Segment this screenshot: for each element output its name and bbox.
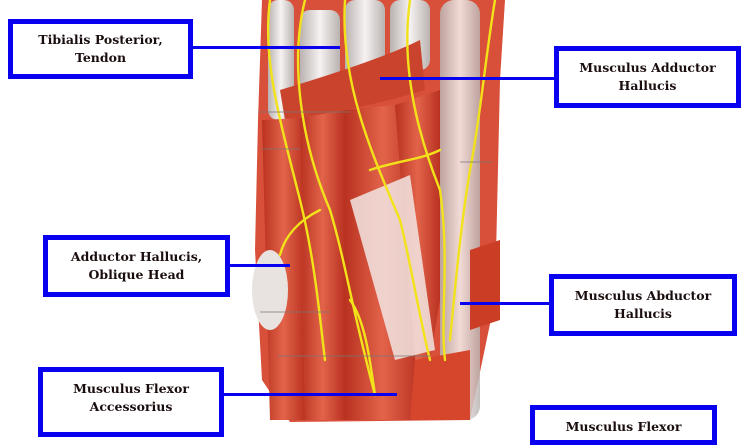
leader-adductor-oblique (230, 264, 290, 267)
label-text: Musculus Adductor Hallucis (579, 60, 716, 93)
leader-abductor-hallucis (460, 302, 550, 305)
label-musculus-abductor-hallucis: Musculus Abductor Hallucis (549, 274, 737, 336)
label-text: Adductor Hallucis, Oblique Head (70, 249, 203, 282)
label-musculus-flexor-partial: Musculus Flexor (530, 405, 717, 445)
label-tibialis-posterior-tendon: Tibialis Posterior, Tendon (8, 19, 193, 79)
tendon-fan (350, 175, 435, 360)
label-text: Tibialis Posterior, Tendon (38, 32, 163, 65)
foot-muscle-illustration (252, 0, 505, 422)
leader-flexor-accessorius (222, 393, 397, 396)
label-text: Musculus Flexor (565, 419, 682, 434)
anatomy-diagram: Tibialis Posterior, Tendon Musculus Addu… (8, 0, 741, 445)
label-musculus-flexor-accessorius: Musculus Flexor Accessorius (38, 367, 224, 437)
guide-lines (258, 111, 492, 357)
label-text: Musculus Flexor Accessorius (73, 381, 189, 414)
leader-tibialis-posterior (193, 46, 340, 49)
label-musculus-adductor-hallucis: Musculus Adductor Hallucis (554, 46, 741, 108)
label-adductor-hallucis-oblique-head: Adductor Hallucis, Oblique Head (43, 235, 230, 297)
leader-adductor-hallucis (380, 77, 555, 80)
adductor-transverse-band (280, 40, 425, 120)
nerves (266, 0, 497, 397)
calcaneus-edge (252, 250, 288, 330)
label-text: Musculus Abductor Hallucis (574, 288, 712, 321)
